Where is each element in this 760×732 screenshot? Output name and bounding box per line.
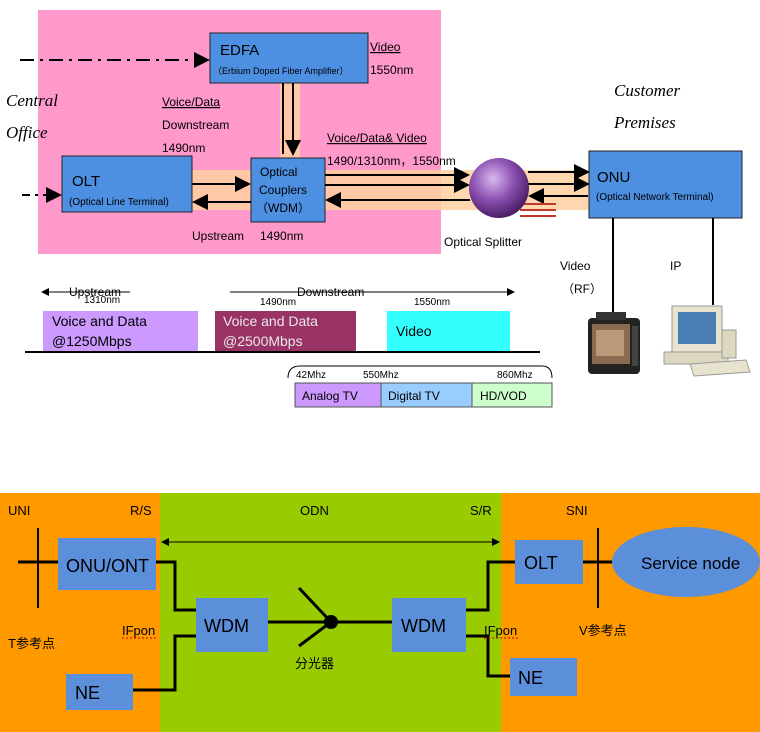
- coupler-l2: Couplers: [259, 183, 307, 197]
- olt-box: [61, 155, 193, 213]
- sub-hdvod-label: HD/VOD: [480, 389, 527, 403]
- edfa-title: EDFA: [220, 42, 259, 59]
- v-point-label: V参考点: [579, 623, 627, 638]
- olt-bottom-label: OLT: [524, 553, 558, 573]
- service-node-ellipse: [612, 527, 760, 597]
- splitter-cn-label: 分光器: [295, 656, 334, 671]
- rs-label: R/S: [130, 503, 152, 518]
- wdm-right-box: [392, 598, 466, 652]
- onu-sub: (Optical Network Terminal): [596, 192, 714, 203]
- central-office-l1: Central: [6, 91, 58, 110]
- band-downstream: [215, 311, 356, 351]
- splitter-branch-up: [297, 586, 333, 624]
- uni-label: UNI: [8, 503, 30, 518]
- t-point-label: T参考点: [8, 636, 55, 651]
- olt-title: OLT: [72, 173, 100, 190]
- sni-label: SNI: [566, 503, 588, 518]
- coupler-l1: Optical: [260, 165, 297, 179]
- frequency-brace: [287, 365, 553, 379]
- video-label: Video: [370, 40, 401, 54]
- sub-analog: [294, 382, 382, 408]
- wdm-left-box: [196, 598, 268, 652]
- service-node-label: Service node: [641, 554, 740, 573]
- odn-label: ODN: [300, 503, 329, 518]
- olt-sub: (Optical Line Terminal): [69, 197, 169, 208]
- band-upstream: [43, 311, 198, 351]
- wdm-right-label: WDM: [401, 616, 446, 636]
- combined-nm-label: 1490/1310nm，1550nm: [327, 154, 456, 168]
- band-video: [387, 311, 510, 351]
- central-office-l2: Office: [6, 123, 48, 142]
- ifpon-right-label: IFpon: [484, 623, 517, 638]
- upstream-label: Upstream: [192, 229, 244, 243]
- ne-right-label: NE: [518, 668, 543, 688]
- olt-bottom-box: [515, 540, 583, 584]
- onu-box: [588, 150, 743, 219]
- nm1550-label: 1550nm: [414, 297, 450, 308]
- rf-label: （RF）: [562, 282, 602, 296]
- network-side-area: [501, 493, 760, 732]
- wdm-left-label: WDM: [204, 616, 249, 636]
- computer-icon: [663, 305, 751, 377]
- band-upstream-l2: @1250Mbps: [52, 333, 132, 349]
- upstream-nm-label: 1490nm: [260, 229, 303, 243]
- wdm-ne-line: [466, 634, 510, 678]
- ne-left-label: NE: [75, 683, 100, 703]
- edfa-box: [209, 32, 369, 84]
- onu-ont-box: [58, 538, 156, 590]
- band-video-l1: Video: [396, 323, 432, 339]
- ifpon-left-label: IFpon: [122, 623, 155, 638]
- sub-analog-label: Analog TV: [302, 389, 358, 403]
- band-downstream-l1: Voice and Data: [223, 313, 318, 329]
- sub-hdvod: [471, 382, 553, 408]
- optical-splitter-ball: [469, 158, 529, 218]
- f550-label: 550Mhz: [363, 370, 399, 381]
- ne-right-box: [510, 658, 577, 696]
- ne-wdm-line: [133, 634, 196, 692]
- f860-label: 860Mhz: [497, 370, 533, 381]
- spectrum-upstream: Upstream: [69, 285, 121, 299]
- nm1490-label: 1490nm: [260, 297, 296, 308]
- band-downstream-l2: @2500Mbps: [223, 333, 303, 349]
- combined-label: Voice/Data& Video: [327, 131, 427, 145]
- coupler-box: [250, 157, 326, 223]
- f42-label: 42Mhz: [296, 370, 326, 381]
- tv-icon: [588, 312, 640, 374]
- ne-left-box: [66, 674, 133, 710]
- onu-title: ONU: [597, 169, 630, 186]
- sr-label: S/R: [470, 503, 492, 518]
- video-out-label: Video: [560, 259, 591, 273]
- ip-label: IP: [670, 259, 681, 273]
- customer-premises-l2: Premises: [613, 113, 676, 132]
- edfa-sub: （Erbium Doped Fiber Amplifier）: [213, 66, 349, 76]
- splitter-label: Optical Splitter: [444, 235, 522, 249]
- downstream-label: Downstream: [162, 118, 229, 132]
- band-upstream-l1: Voice and Data: [52, 313, 147, 329]
- onu-ont-label: ONU/ONT: [66, 556, 149, 576]
- coupler-l3: （WDM）: [256, 201, 310, 215]
- sub-digital-label: Digital TV: [388, 389, 440, 403]
- nm1310-label: 1310nm: [84, 295, 120, 306]
- sub-digital: [380, 382, 473, 408]
- customer-premises-l1: Customer: [614, 81, 681, 100]
- wdm-olt-line: [466, 560, 515, 612]
- downstream-nm-label: 1490nm: [162, 141, 205, 155]
- spectrum-downstream: Downstream: [297, 285, 364, 299]
- voice-data-label: Voice/Data: [162, 95, 220, 109]
- splitter-dot: [324, 615, 338, 629]
- video-nm-label: 1550nm: [370, 63, 413, 77]
